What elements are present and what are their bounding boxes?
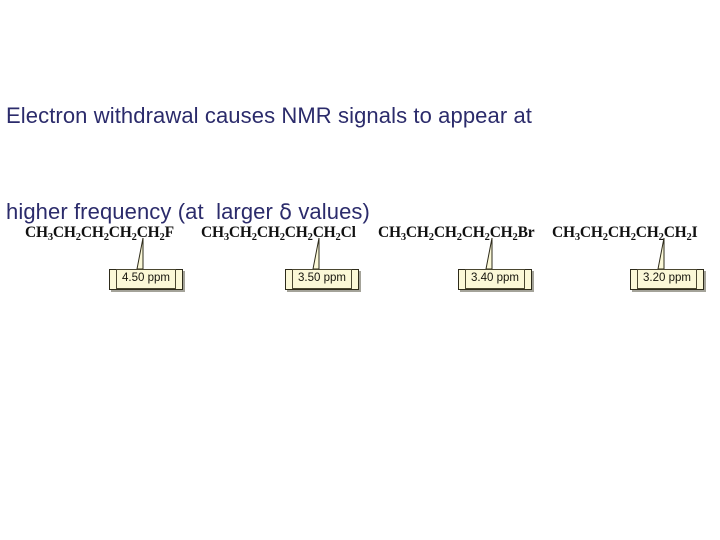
delta-symbol: δ bbox=[279, 200, 293, 224]
slide-title: Electron withdrawal causes NMR signals t… bbox=[6, 36, 706, 260]
chemical-shift-value: 4.50 ppm bbox=[122, 271, 170, 284]
chemical-shift-callout: 3.50 ppm bbox=[285, 269, 359, 290]
callout-inner-frame: 3.40 ppm bbox=[465, 269, 525, 289]
compound-formula: CH3CH2CH2CH2CH2Cl bbox=[201, 224, 356, 243]
callout-leader-line bbox=[121, 237, 161, 272]
chemical-shift-value: 3.20 ppm bbox=[643, 271, 691, 284]
callout-leader-line bbox=[642, 237, 682, 272]
title-line-2: higher frequency (at larger δ values) bbox=[6, 196, 706, 228]
compound-formula: CH3CH2CH2CH2CH2Br bbox=[378, 224, 535, 243]
title-line-1: Electron withdrawal causes NMR signals t… bbox=[6, 103, 533, 128]
compound-formula: CH3CH2CH2CH2CH2F bbox=[25, 224, 174, 243]
chemical-shift-callout: 3.20 ppm bbox=[630, 269, 704, 290]
callout-inner-frame: 3.50 ppm bbox=[292, 269, 352, 289]
title-line-2-after: values) bbox=[292, 199, 370, 224]
compound-formula: CH3CH2CH2CH2CH2I bbox=[552, 224, 698, 243]
callout-leader-line bbox=[297, 237, 337, 272]
chemical-shift-value: 3.50 ppm bbox=[298, 271, 346, 284]
compound-row: CH3CH2CH2CH2CH2F 4.50 ppm CH3CH2CH2CH2CH2C… bbox=[0, 224, 720, 314]
title-line-2-before: higher frequency (at larger bbox=[6, 199, 280, 224]
callout-leader-line bbox=[470, 237, 510, 272]
chemical-shift-value: 3.40 ppm bbox=[471, 271, 519, 284]
callout-inner-frame: 4.50 ppm bbox=[116, 269, 176, 289]
callout-inner-frame: 3.20 ppm bbox=[637, 269, 697, 289]
chemical-shift-callout: 4.50 ppm bbox=[109, 269, 183, 290]
chemical-shift-callout: 3.40 ppm bbox=[458, 269, 532, 290]
